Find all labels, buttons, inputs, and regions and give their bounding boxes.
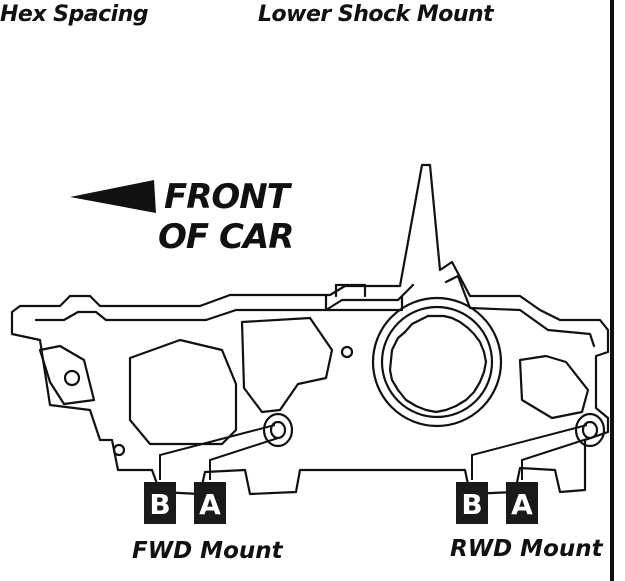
rwd-badge-a-box — [506, 482, 538, 524]
direction-line-2: OF CAR — [158, 217, 293, 257]
rwd-badge-b-box — [456, 482, 488, 524]
lower-shock-mount-heading: Lower Shock Mount — [258, 2, 494, 27]
rwd-badge-b-text: B — [461, 488, 482, 521]
direction-line-1: FRONT — [164, 177, 293, 217]
rwd-badge-a-text: A — [511, 488, 533, 521]
fwd-badge-b-box — [144, 482, 176, 524]
hex-spacing-heading: Hex Spacing — [0, 2, 149, 27]
fwd-badge-a-text: A — [199, 488, 221, 521]
fwd-badge-b: B — [144, 482, 176, 524]
rwd-badge-a: A — [506, 482, 538, 524]
rwd-leader-lines — [471, 424, 591, 480]
fwd-leader-lines — [159, 424, 279, 480]
fwd-mount-label: FWD Mount — [132, 538, 284, 564]
direction-arrow-icon — [70, 180, 156, 213]
rwd-badge-b: B — [456, 482, 488, 524]
fwd-badge-a-box — [194, 482, 226, 524]
right-border-rule — [610, 0, 614, 581]
rwd-mount-label: RWD Mount — [450, 536, 604, 562]
fwd-badge-a: A — [194, 482, 226, 524]
fwd-badge-b-text: B — [149, 488, 170, 521]
front-of-car-arrow: FRONT OF CAR — [70, 177, 294, 257]
shock-mount-diagram: FRONT OF CAR — [10, 163, 610, 564]
mount-bracket-outline — [10, 163, 610, 496]
